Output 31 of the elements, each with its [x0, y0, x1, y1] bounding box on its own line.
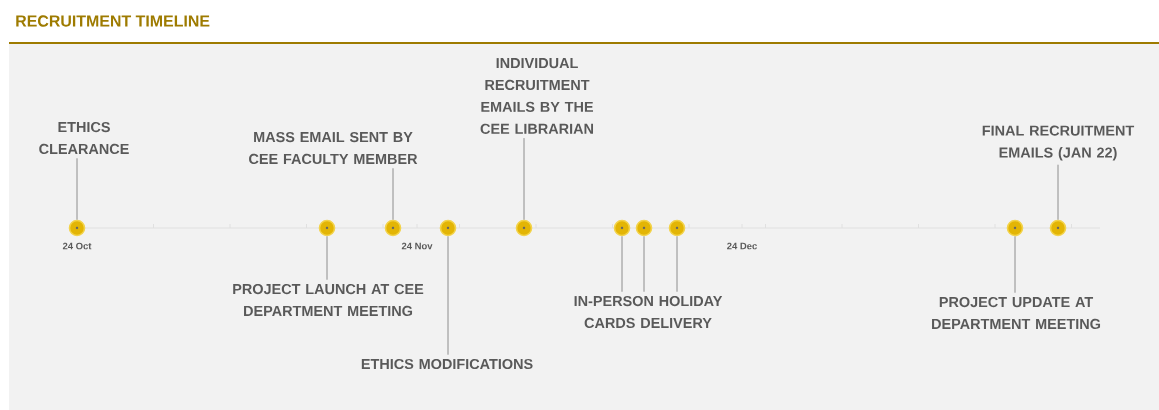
event-label: INDIVIDUAL RECRUITMENT EMAILS BY THE CEE LIBRARIAN [480, 58, 593, 134]
event-label: FINAL RECRUITMENT EMAILS (JAN 22) [982, 125, 1135, 161]
timeline-marker [1049, 219, 1067, 237]
timeline-marker [318, 219, 336, 237]
timeline-marker [384, 219, 402, 237]
leader-line [1014, 235, 1016, 294]
leader-line [392, 167, 394, 221]
timeline-marker [68, 219, 86, 237]
leader-line [76, 157, 78, 221]
leader-line [676, 235, 678, 293]
event-label: ETHICS MODIFICATIONS [361, 358, 533, 370]
event-label: ETHICS CLEARANCE [39, 121, 129, 155]
leader-line [523, 137, 525, 221]
title: RECRUITMENT TIMELINE [16, 15, 210, 27]
timeline-marker [668, 219, 686, 237]
timeline-marker [635, 219, 653, 237]
event-label: MASS EMAIL SENT BY CEE FACULTY MEMBER [249, 131, 418, 165]
timeline-marker [613, 219, 631, 237]
timeline-marker [515, 219, 533, 237]
leader-line [447, 235, 449, 356]
date-label: 24 Nov [401, 242, 433, 250]
timeline-marker [439, 219, 457, 237]
timeline-marker [1006, 219, 1024, 237]
event-label: PROJECT LAUNCH AT CEE DEPARTMENT MEETING [233, 283, 424, 317]
event-label: IN-PERSON HOLIDAY CARDS DELIVERY [574, 295, 723, 329]
date-label: 24 Dec [727, 242, 757, 250]
event-label: PROJECT UPDATE AT DEPARTMENT MEETING [932, 296, 1101, 330]
leader-line [1057, 164, 1059, 221]
leader-line [643, 235, 645, 293]
leader-line [621, 235, 623, 293]
leader-line [326, 235, 328, 281]
